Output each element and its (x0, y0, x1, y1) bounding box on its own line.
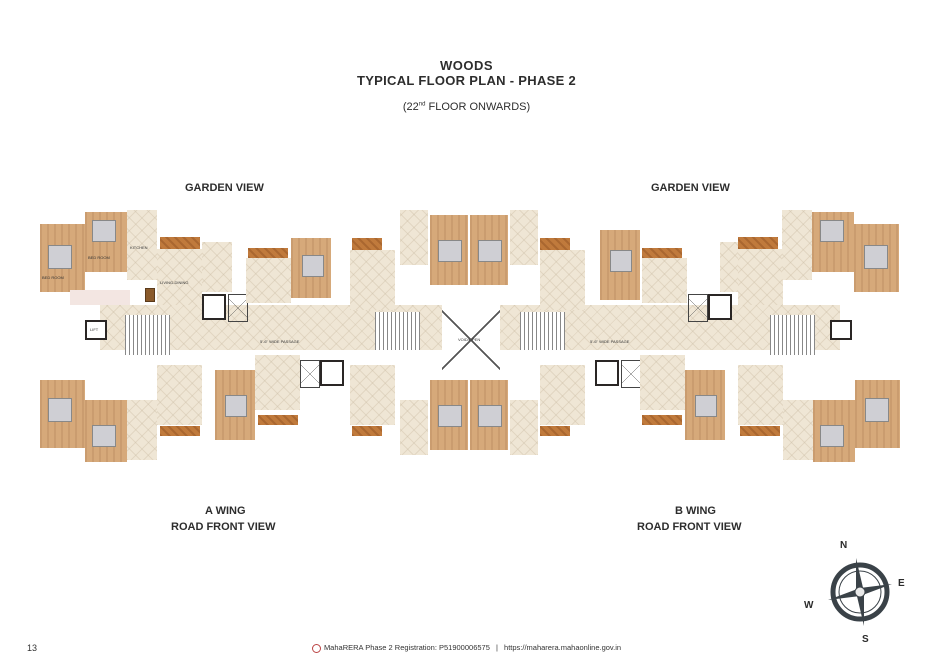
plan-title: TYPICAL FLOOR PLAN - PHASE 2 (356, 73, 577, 88)
page-number: 13 (27, 643, 38, 653)
lift-b (708, 294, 732, 320)
registration-text: MahaRERA Phase 2 Registration: P51900006… (323, 643, 490, 652)
lift-a2 (320, 360, 344, 386)
kitchen-c1 (400, 210, 428, 265)
bed-icon (48, 245, 72, 269)
balcony-a3 (160, 426, 200, 436)
balcony-c2 (540, 238, 570, 250)
kitchen-a3 (127, 400, 157, 460)
bed-icon (820, 425, 844, 447)
bed-icon (92, 425, 116, 447)
duct-b2 (621, 360, 641, 388)
balcony-a1 (160, 237, 200, 249)
living-b3 (640, 355, 685, 410)
duct-b (688, 294, 708, 322)
separator: | (495, 643, 498, 652)
kitchen-a1 (127, 210, 157, 280)
balcony-b3 (642, 415, 682, 425)
bed-icon (478, 405, 502, 427)
living-c4 (540, 365, 585, 425)
bed-icon (438, 240, 462, 262)
compass-n: N (840, 540, 848, 551)
bedroom-a1 (40, 224, 85, 292)
bed-icon (478, 240, 502, 262)
room-label: KITCHEN (130, 245, 148, 250)
kitchen-c3 (400, 400, 428, 455)
dining-table-icon (145, 288, 155, 302)
balcony-c4 (540, 426, 570, 436)
footer: MahaRERA Phase 2 Registration: P51900006… (0, 643, 933, 653)
room-label: BED ROOM (42, 275, 64, 280)
living-c1 (350, 250, 395, 310)
staircase-b (770, 315, 815, 355)
maharera-url[interactable]: https://maharera.mahaonline.gov.in (504, 643, 622, 652)
living-b4 (738, 365, 783, 425)
passage-label-b: 5'-6" WIDE PASSAGE (590, 339, 630, 344)
room-label: LIVING-DINING (160, 280, 189, 285)
staircase-a (125, 315, 170, 355)
staircase-c2 (520, 312, 565, 350)
a-wing-label: A WING (205, 505, 246, 517)
kitchen-b2 (782, 210, 812, 280)
bed-icon (302, 255, 324, 277)
bed-icon (48, 398, 72, 422)
garden-view-label-right: GARDEN VIEW (651, 182, 730, 194)
void-label: VOID/OPEN (458, 337, 481, 342)
bed-icon (610, 250, 632, 272)
bed-icon (820, 220, 844, 242)
b-wing-view-label: ROAD FRONT VIEW (637, 521, 742, 533)
a-wing-view-label: ROAD FRONT VIEW (171, 521, 276, 533)
passage-label-a: 5'-6" WIDE PASSAGE (260, 339, 300, 344)
bed-icon (864, 245, 888, 269)
kitchen-c4 (510, 400, 538, 455)
balcony-a4 (258, 415, 298, 425)
living-a3 (157, 365, 202, 425)
b-wing-label: B WING (675, 505, 716, 517)
balcony-b1 (642, 248, 682, 258)
duct-a2 (300, 360, 320, 388)
floor-plan: 5'-6" WIDE PASSAGE 5'-6" WIDE PASSAGE BE… (30, 200, 910, 480)
maharera-logo-icon (311, 643, 321, 653)
compass-w: W (804, 600, 814, 611)
balcony-b4 (740, 426, 780, 436)
bedroom-a4 (40, 380, 85, 448)
floor-range: (22nd FLOOR ONWARDS) (402, 101, 531, 113)
living-b2 (738, 249, 783, 305)
project-name: WOODS (439, 58, 494, 73)
bed-icon (695, 395, 717, 417)
balcony-c1 (352, 238, 382, 250)
balcony-b2 (738, 237, 778, 249)
bed-icon (865, 398, 889, 422)
bed-icon (225, 395, 247, 417)
living-a4 (255, 355, 300, 410)
kitchen-a2 (202, 242, 232, 292)
living-c2 (540, 250, 585, 310)
bedroom-b2 (812, 212, 854, 272)
compass-s: S (862, 634, 869, 645)
void-open (442, 295, 500, 385)
living-a2 (246, 258, 291, 303)
bed-icon (438, 405, 462, 427)
compass-rose-icon: N E W S (804, 540, 905, 645)
living-b1 (642, 258, 687, 303)
lift-label: LIFT (90, 327, 99, 332)
living-c3 (350, 365, 395, 425)
balcony-a2 (248, 248, 288, 258)
compass-e: E (898, 578, 905, 589)
room-label: BED ROOM (88, 255, 110, 260)
balcony-c3 (352, 426, 382, 436)
lift-b-right (830, 320, 852, 340)
duct-a (228, 294, 248, 322)
toilets-a1 (70, 290, 130, 305)
living-a1 (157, 249, 202, 305)
lift-a (202, 294, 226, 320)
lift-a-left (85, 320, 107, 340)
staircase-c1 (375, 312, 420, 350)
garden-view-label-left: GARDEN VIEW (185, 182, 264, 194)
kitchen-c2 (510, 210, 538, 265)
lift-b2 (595, 360, 619, 386)
kitchen-b3 (783, 400, 813, 460)
bed-icon (92, 220, 116, 242)
